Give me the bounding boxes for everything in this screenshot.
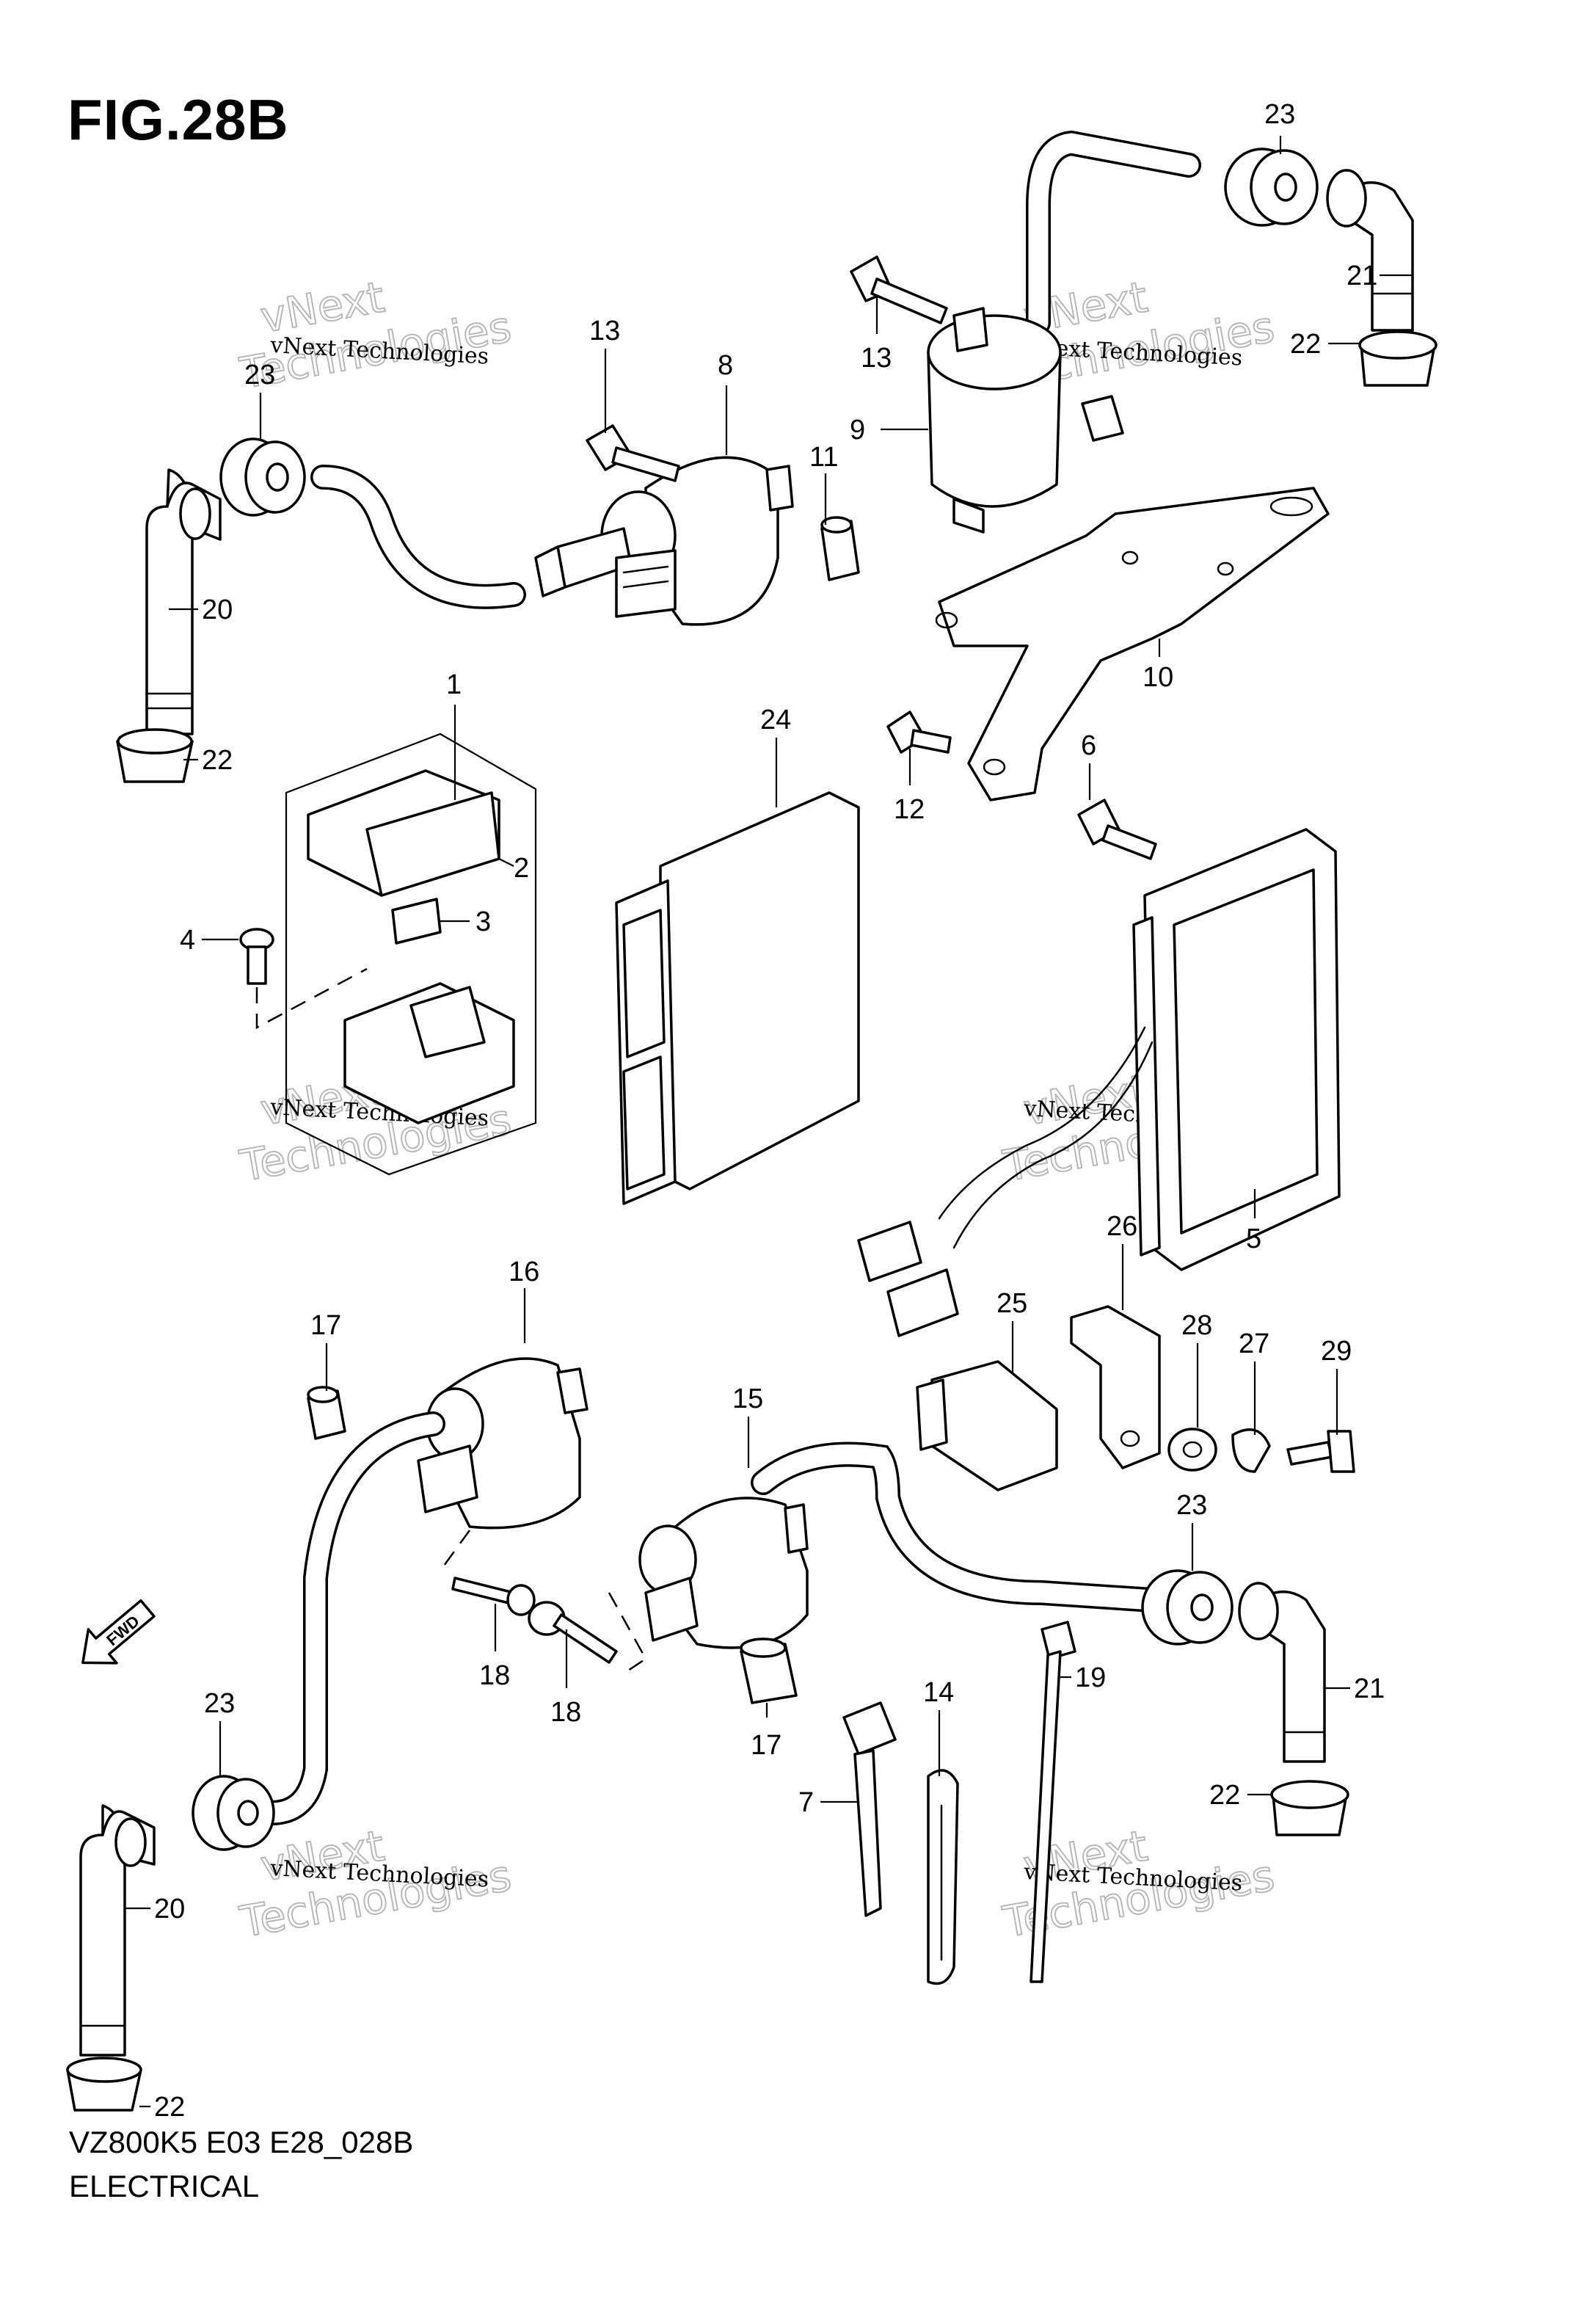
callout-23a: 23 <box>244 360 275 390</box>
seal-22-bottom-left[interactable] <box>66 2057 142 2112</box>
hose-top-left <box>310 465 526 609</box>
callout-2: 2 <box>514 853 529 884</box>
callout-7: 7 <box>798 1787 814 1818</box>
callout-25: 25 <box>996 1288 1027 1319</box>
callout-24: 24 <box>760 705 791 735</box>
callout-4: 4 <box>180 925 195 956</box>
fwd-arrow: FWD <box>81 1599 156 1665</box>
callout-labels: 1 2 3 4 5 6 7 8 9 10 11 12 13 13 14 15 1… <box>154 99 1385 2123</box>
collar-27[interactable] <box>1231 1428 1271 1473</box>
figure-title: FIG.28B <box>68 87 289 152</box>
callout-9: 9 <box>850 415 865 446</box>
spacer-11[interactable] <box>820 516 860 581</box>
callout-20b: 20 <box>154 1894 185 1924</box>
bolt-18-b[interactable] <box>528 1601 618 1664</box>
bolt-18-a[interactable] <box>451 1577 536 1616</box>
regulator-wire-harness <box>857 1026 1154 1337</box>
leader-screw-4 <box>255 967 368 1030</box>
screw-4[interactable] <box>239 928 274 985</box>
grommet-23-mid-left[interactable] <box>192 1775 275 1851</box>
callout-16: 16 <box>509 1257 539 1287</box>
grommet-23-top-right[interactable] <box>1224 148 1319 227</box>
callout-14: 14 <box>923 1677 954 1708</box>
callout-10: 10 <box>1143 662 1173 693</box>
seal-22-top-left[interactable] <box>116 728 194 783</box>
bracket-10[interactable] <box>935 487 1330 801</box>
callout-3: 3 <box>475 906 491 937</box>
callout-23d: 23 <box>1176 1490 1207 1521</box>
callout-29: 29 <box>1321 1336 1352 1367</box>
bolt-13-right[interactable] <box>850 255 948 324</box>
clamp-14[interactable] <box>927 1769 959 1985</box>
plug-cap-20-bottom[interactable] <box>79 1804 156 2057</box>
plug-cap-21-bottom[interactable] <box>1238 1582 1326 1763</box>
leader-lines <box>125 136 1413 2108</box>
ignition-coil-8[interactable] <box>534 456 794 626</box>
grommet-28[interactable] <box>1167 1428 1217 1472</box>
sensor-25[interactable] <box>916 1360 1058 1491</box>
bolt-29[interactable] <box>1286 1430 1355 1473</box>
callout-22c: 22 <box>154 2092 185 2123</box>
callout-1: 1 <box>446 669 462 700</box>
ecm-24[interactable] <box>615 791 860 1205</box>
callout-13b: 13 <box>861 343 892 374</box>
spacer-17-top[interactable] <box>307 1386 346 1440</box>
callout-22a: 22 <box>202 745 233 776</box>
bracket-26[interactable] <box>1070 1305 1161 1469</box>
bolt-13-left[interactable] <box>586 424 680 482</box>
bolt-6[interactable] <box>1077 799 1157 860</box>
callout-23b: 23 <box>1264 99 1295 130</box>
callout-22d: 22 <box>1209 1780 1240 1811</box>
callout-8: 8 <box>718 350 733 381</box>
plug-cap-20-top[interactable] <box>145 468 222 735</box>
fuse-box-cover-2[interactable] <box>307 769 500 897</box>
callout-17b: 17 <box>751 1730 781 1761</box>
cable-tie-19[interactable] <box>1030 1621 1076 1983</box>
seal-22-bottom-right[interactable] <box>1270 1780 1349 1836</box>
starter-relay[interactable] <box>343 982 515 1124</box>
leader-coil-15 <box>608 1592 647 1675</box>
hose-right-coil <box>751 1442 1165 1613</box>
callout-21b: 21 <box>1354 1673 1385 1704</box>
callout-23c: 23 <box>204 1688 235 1719</box>
callout-6: 6 <box>1081 730 1096 761</box>
model-code: VZ800K5 E03 E28_028B <box>69 2125 414 2159</box>
leader-coil-16 <box>439 1530 471 1571</box>
plug-cap-21-top[interactable] <box>1326 169 1414 332</box>
grommet-23-top-left[interactable] <box>219 437 306 517</box>
callout-15: 15 <box>732 1384 763 1414</box>
spacer-17-bottom[interactable] <box>740 1637 798 1704</box>
callout-17a: 17 <box>310 1310 341 1341</box>
callout-12: 12 <box>894 794 925 825</box>
hose-left-coil <box>259 1411 445 1825</box>
callout-27: 27 <box>1239 1328 1269 1359</box>
seal-22-top-right[interactable] <box>1358 330 1438 387</box>
clamp-7[interactable] <box>842 1701 897 1917</box>
callout-18b: 18 <box>550 1697 581 1728</box>
callout-20a: 20 <box>202 595 233 625</box>
fuse-box-group-1[interactable] <box>285 733 537 1176</box>
ignition-coil-16[interactable] <box>417 1357 589 1530</box>
callout-28: 28 <box>1181 1310 1212 1341</box>
sleeve-right[interactable] <box>1081 395 1124 442</box>
callout-21a: 21 <box>1347 261 1377 291</box>
regulator-5[interactable] <box>1132 828 1341 1271</box>
callout-19: 19 <box>1075 1662 1106 1693</box>
ignition-coil-15[interactable] <box>638 1497 809 1649</box>
grommet-23-bottom-right[interactable] <box>1141 1569 1234 1646</box>
callout-18a: 18 <box>479 1660 510 1691</box>
callout-5: 5 <box>1246 1224 1261 1254</box>
hose-top-right <box>1026 130 1201 335</box>
relay-9[interactable] <box>927 307 1062 534</box>
bolt-12[interactable] <box>886 710 952 754</box>
section-name: ELECTRICAL <box>69 2169 260 2203</box>
fuse-3[interactable] <box>391 898 442 945</box>
callout-26: 26 <box>1107 1211 1137 1242</box>
callout-13a: 13 <box>589 316 620 346</box>
callout-22b: 22 <box>1290 329 1321 360</box>
callout-11: 11 <box>809 442 838 473</box>
